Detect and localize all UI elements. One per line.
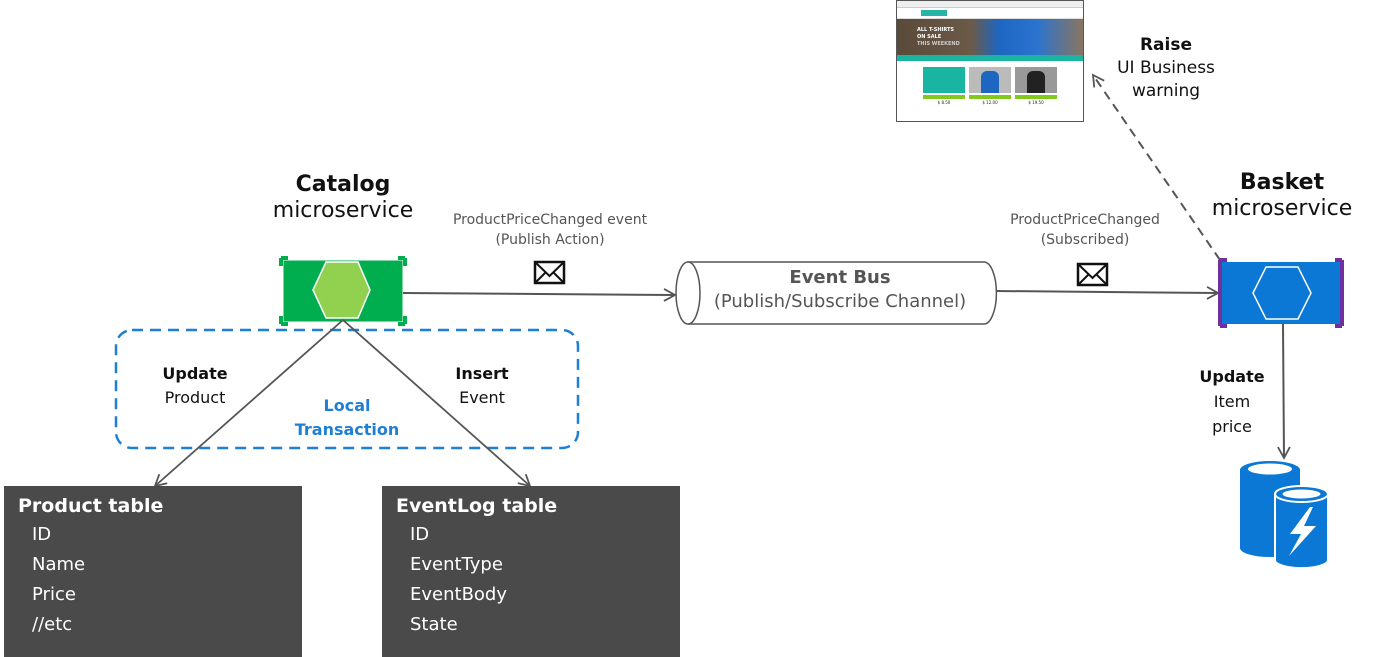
eventlog-table-title: EventLog table bbox=[396, 495, 558, 517]
hero-banner: ALL T-SHIRTS ON SALE THIS WEEKEND bbox=[897, 19, 1083, 55]
subscribe-event-label: ProductPriceChanged (Subscribed) bbox=[975, 210, 1195, 250]
raise-label-line1: UI Business bbox=[1117, 58, 1215, 78]
local-transaction-line2: Transaction bbox=[294, 420, 400, 439]
product-table-field: ID bbox=[32, 524, 52, 545]
update-item-price-label: Update Item price bbox=[1186, 364, 1278, 439]
product-table-title: Product table bbox=[18, 495, 164, 517]
update-item-line2: price bbox=[1212, 417, 1252, 436]
publish-envelope-icon bbox=[533, 260, 566, 285]
raise-label-bold: Raise bbox=[1139, 35, 1193, 55]
hero-line: ALL T-SHIRTS bbox=[917, 27, 955, 33]
eventlog-table-field: EventBody bbox=[410, 584, 508, 605]
add-to-cart-button bbox=[923, 95, 965, 99]
hero-line: ON SALE bbox=[917, 34, 942, 40]
publish-event-label: ProductPriceChanged event (Publish Actio… bbox=[430, 210, 670, 250]
product-card: $ 19.50 bbox=[1015, 67, 1057, 105]
product-image bbox=[969, 67, 1011, 93]
cache-database-icon bbox=[1240, 461, 1329, 570]
event-bus-cylinder bbox=[675, 261, 998, 325]
catalog-title: Catalog microservice bbox=[253, 172, 433, 225]
product-card: $ 8.50 bbox=[923, 67, 965, 105]
publish-event-line2: (Publish Action) bbox=[495, 232, 605, 248]
event-bus-label: Event Bus (Publish/Subscribe Channel) bbox=[690, 266, 990, 314]
basket-title-bold: Basket bbox=[1239, 170, 1325, 195]
subscribe-event-line2: (Subscribed) bbox=[1040, 232, 1130, 248]
hero-line: THIS WEEKEND bbox=[917, 41, 960, 47]
product-price: $ 8.50 bbox=[937, 100, 951, 105]
basket-title-sub: microservice bbox=[1211, 196, 1353, 222]
product-grid: $ 8.50 $ 12.00 $ 19.50 bbox=[897, 61, 1083, 105]
product-price: $ 19.50 bbox=[1028, 100, 1044, 105]
local-transaction-line1: Local bbox=[323, 396, 371, 415]
product-table-field: Name bbox=[32, 554, 86, 575]
insert-event-text: Event bbox=[459, 388, 505, 407]
raise-warning-arrow bbox=[1091, 73, 1221, 261]
product-table-field: Price bbox=[32, 584, 76, 605]
subscribe-envelope-icon bbox=[1076, 262, 1109, 287]
eventlog-table: EventLog table ID EventType EventBody St… bbox=[382, 486, 680, 657]
update-item-line1: Item bbox=[1213, 392, 1251, 411]
catalog-service-node[interactable] bbox=[279, 256, 407, 326]
eventlog-table-field: ID bbox=[410, 524, 430, 545]
local-transaction-label: Local Transaction bbox=[292, 394, 402, 442]
subscribe-arrow bbox=[995, 286, 1220, 300]
browser-tab-bar bbox=[897, 1, 1083, 8]
subscribe-event-line1: ProductPriceChanged bbox=[1010, 212, 1160, 228]
update-product-label: Update Product bbox=[145, 362, 245, 410]
update-product-text: Product bbox=[164, 388, 226, 407]
product-table-field: //etc bbox=[32, 614, 73, 635]
site-logo bbox=[921, 10, 947, 16]
insert-event-arrow bbox=[342, 319, 532, 488]
update-product-bold: Update bbox=[162, 364, 228, 383]
add-to-cart-button bbox=[969, 95, 1011, 99]
event-bus-title: Event Bus bbox=[789, 267, 891, 288]
basket-hexagon-icon bbox=[1252, 266, 1312, 320]
product-price: $ 12.00 bbox=[982, 100, 998, 105]
filter-bar bbox=[897, 55, 1083, 61]
add-to-cart-button bbox=[1015, 95, 1057, 99]
product-image bbox=[1015, 67, 1057, 93]
publish-arrow bbox=[402, 288, 677, 302]
ui-screenshot-thumbnail: ALL T-SHIRTS ON SALE THIS WEEKEND $ 8.50… bbox=[896, 0, 1084, 122]
update-item-arrow bbox=[1277, 323, 1291, 460]
product-table: Product table ID Name Price //etc bbox=[4, 486, 302, 657]
site-nav bbox=[897, 8, 1083, 19]
catalog-title-bold: Catalog bbox=[295, 172, 391, 197]
publish-event-line1: ProductPriceChanged event bbox=[452, 212, 648, 228]
raise-label-line2: warning bbox=[1131, 81, 1201, 101]
update-product-arrow bbox=[153, 319, 344, 488]
basket-service-node[interactable] bbox=[1218, 258, 1344, 328]
catalog-title-sub: microservice bbox=[272, 198, 414, 224]
raise-warning-label: Raise UI Business warning bbox=[1096, 34, 1236, 103]
event-bus-subtitle: (Publish/Subscribe Channel) bbox=[713, 291, 967, 312]
product-card: $ 12.00 bbox=[969, 67, 1011, 105]
eventlog-table-field: EventType bbox=[410, 554, 503, 575]
eventlog-table-field: State bbox=[410, 614, 458, 635]
basket-title: Basket microservice bbox=[1192, 170, 1372, 223]
product-image bbox=[923, 67, 965, 93]
insert-event-label: Insert Event bbox=[432, 362, 532, 410]
catalog-hexagon-icon bbox=[312, 261, 371, 319]
local-transaction-boundary bbox=[114, 328, 580, 450]
insert-event-bold: Insert bbox=[455, 364, 509, 383]
update-item-bold: Update bbox=[1199, 367, 1265, 386]
